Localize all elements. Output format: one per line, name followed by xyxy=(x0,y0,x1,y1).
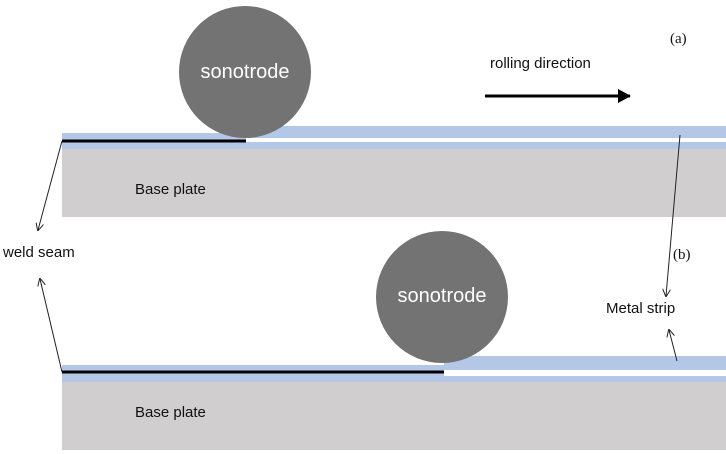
rolling-direction-label: rolling direction xyxy=(490,55,591,72)
base-plate-b xyxy=(62,382,726,450)
metal-strip-arrow-down xyxy=(669,330,678,362)
base-plate-b-label: Base plate xyxy=(135,404,206,421)
panel-a-label: (a) xyxy=(670,31,687,47)
sonotrode-a-label: sonotrode xyxy=(201,61,290,83)
panel-a: sonotrode Base plate rolling direction (… xyxy=(62,6,726,217)
weld-seam-label: weld seam xyxy=(2,244,75,261)
metal-strip-a-lower xyxy=(62,142,726,149)
base-plate-a xyxy=(62,149,726,217)
annotations: weld seam Metal strip xyxy=(2,134,681,373)
sonotrode-b xyxy=(376,231,508,363)
sonotrode-b-label: sonotrode xyxy=(398,285,487,307)
metal-strip-a-upper xyxy=(246,126,726,138)
metal-strip-b-lower xyxy=(62,376,726,382)
metal-strip-b-upper xyxy=(444,356,726,370)
base-plate-a-label: Base plate xyxy=(135,181,206,198)
panel-b: sonotrode Base plate (b) xyxy=(62,231,726,450)
weld-seam-arrow-down xyxy=(40,279,63,373)
metal-strip-a-deposited xyxy=(62,133,246,142)
metal-strip-arrow-up xyxy=(666,134,681,296)
weld-seam-arrow-up xyxy=(38,140,63,230)
metal-strip-label: Metal strip xyxy=(606,300,675,317)
panel-b-label: (b) xyxy=(673,247,691,263)
sonotrode-a xyxy=(179,6,311,138)
